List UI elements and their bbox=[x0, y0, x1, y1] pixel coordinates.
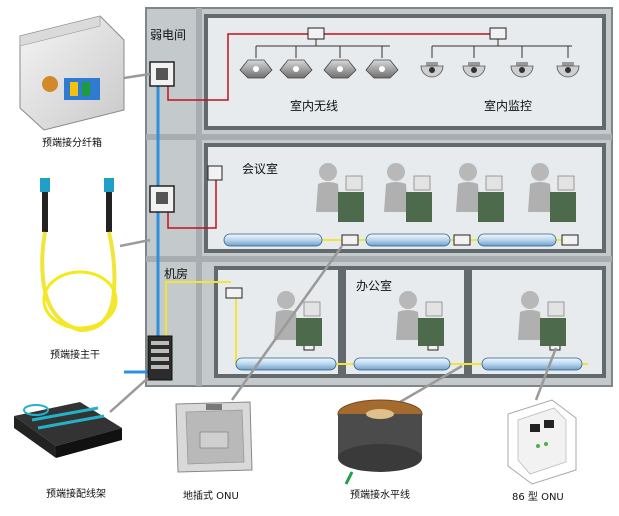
connector-top-b[interactable] bbox=[489, 27, 507, 40]
wireless-access-points bbox=[239, 59, 399, 79]
floor-divider-2 bbox=[146, 256, 612, 262]
floor-onu-illustration bbox=[175, 401, 253, 473]
workstation-person-icon bbox=[518, 291, 566, 346]
workstation-person-icon bbox=[316, 163, 364, 222]
yellow-cable-floor3 bbox=[165, 281, 231, 346]
splice-box-illustration bbox=[19, 15, 125, 131]
workstation-person-icon bbox=[528, 163, 576, 222]
connector-top-a[interactable] bbox=[307, 27, 325, 40]
label-machine-room: 机房 bbox=[164, 266, 188, 281]
trunk-cable-illustration bbox=[40, 178, 118, 333]
tube-office-1 bbox=[235, 357, 337, 371]
workstation-person-icon bbox=[456, 163, 504, 222]
patch-frame-illustration bbox=[14, 402, 122, 458]
monitor-tree bbox=[431, 34, 572, 58]
tube-meeting-3 bbox=[477, 233, 557, 247]
splice-box-floor2[interactable] bbox=[149, 185, 175, 213]
label-meeting-room: 会议室 bbox=[242, 161, 278, 176]
callout-trunk bbox=[119, 238, 151, 248]
tube-meeting-1 bbox=[223, 233, 323, 247]
wireless-ap-icon bbox=[365, 59, 399, 79]
splice-box-floor1[interactable] bbox=[149, 61, 175, 87]
red-cable-floor2 bbox=[167, 178, 217, 229]
label-indoor-wireless: 室内无线 bbox=[290, 98, 338, 113]
wireless-ap-icon bbox=[323, 59, 357, 79]
tube-meeting-2 bbox=[365, 233, 451, 247]
callout-floor-onu bbox=[230, 245, 344, 401]
dome-camera-icon bbox=[556, 62, 580, 78]
horizontal-cable-illustration bbox=[337, 399, 423, 485]
callout-lines bbox=[109, 72, 558, 413]
floor-divider-1 bbox=[146, 134, 612, 140]
callout-patch-frame bbox=[109, 377, 149, 413]
tube-office-3 bbox=[481, 357, 583, 371]
callout-splice-box bbox=[123, 72, 151, 80]
label-trunk-cable: 预端接主干 bbox=[50, 348, 100, 361]
callout-horizontal bbox=[399, 364, 463, 404]
horizontal-tubes bbox=[223, 233, 583, 371]
onu-meeting-3[interactable] bbox=[561, 234, 579, 246]
wireless-ap-icon bbox=[279, 59, 313, 79]
label-weak-room: 弱电间 bbox=[150, 28, 186, 42]
dome-camera-icon bbox=[462, 62, 486, 78]
label-floor-onu: 地插式 ONU bbox=[183, 489, 239, 502]
label-patch-frame: 预端接配线架 bbox=[46, 487, 106, 500]
tube-office-2 bbox=[353, 357, 451, 371]
onu-machine[interactable] bbox=[225, 287, 243, 299]
label-horizontal-cable: 预端接水平线 bbox=[350, 488, 410, 501]
label-indoor-monitoring: 室内监控 bbox=[484, 98, 532, 113]
workstation-person-icon bbox=[396, 291, 444, 346]
wireless-tree bbox=[255, 34, 390, 58]
onu-meeting-2[interactable] bbox=[453, 234, 471, 246]
workstations bbox=[274, 163, 576, 346]
connector-meeting-in[interactable] bbox=[207, 165, 223, 181]
dome-camera-icon bbox=[510, 62, 534, 78]
wireless-ap-icon bbox=[239, 59, 273, 79]
label-wall-onu: 86 型 ONU bbox=[512, 490, 564, 503]
workstation-person-icon bbox=[384, 163, 432, 222]
shaft-divider bbox=[196, 8, 202, 386]
dome-cameras bbox=[420, 62, 580, 78]
label-office: 办公室 bbox=[356, 278, 392, 293]
onu-meeting-1[interactable] bbox=[341, 234, 359, 246]
patch-frame-unit[interactable] bbox=[147, 335, 173, 381]
dome-camera-icon bbox=[420, 62, 444, 78]
callout-wall-onu bbox=[534, 347, 558, 401]
label-splice-box: 预端接分纤箱 bbox=[42, 136, 102, 149]
wall-onu-illustration bbox=[507, 399, 577, 485]
